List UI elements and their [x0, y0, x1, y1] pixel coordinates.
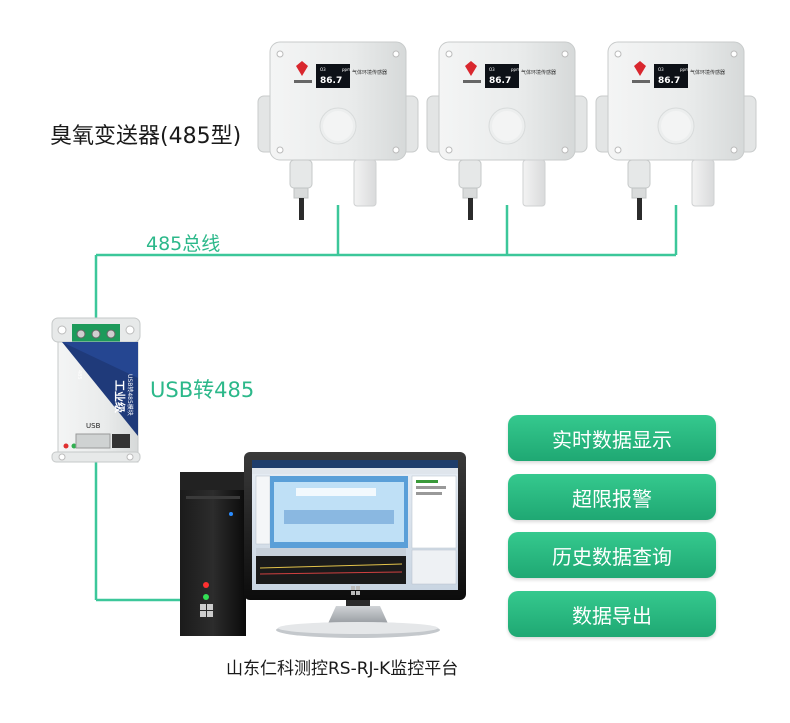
feature-data-export: 数据导出: [508, 591, 716, 637]
ozone-sensor-1: O3 ppm 86.7 气体环境传感器: [257, 41, 419, 220]
bus-label: 485总线: [146, 233, 221, 255]
sensor-reading: 86.7: [320, 76, 342, 86]
converter-port-label: USB: [86, 422, 101, 430]
bus-wiring: [94, 205, 678, 602]
svg-text:O3: O3: [489, 67, 495, 72]
svg-text:O3: O3: [658, 67, 664, 72]
sensor-reading: 86.7: [489, 76, 511, 86]
windows-logo-icon: [200, 604, 213, 617]
platform-caption: 山东仁科测控RS-RJ-K监控平台: [226, 659, 459, 679]
sensor-reading: 86.7: [658, 76, 680, 86]
sensor-unit: ppm: [511, 67, 520, 72]
feature-history-query: 历史数据查询: [508, 532, 716, 578]
ozone-sensor-3: O3 ppm 86.7 气体环境传感器: [595, 41, 757, 220]
sensor-header-text: 气体环境传感器: [690, 69, 725, 76]
svg-text:O3: O3: [320, 67, 326, 72]
sensor-unit: ppm: [342, 67, 351, 72]
usb-485-converter: 工业级 USB转485模块 485 USB: [51, 317, 141, 463]
feature-limit-alarm: 超限报警: [508, 474, 716, 520]
monitor: [244, 452, 466, 638]
ozone-sensor-2: O3 ppm 86.7 气体环境传感器: [426, 41, 588, 220]
converter-label: USB转485: [150, 378, 255, 402]
feature-realtime-display: 实时数据显示: [508, 415, 716, 461]
pc-tower: [180, 472, 246, 636]
sensor-unit: ppm: [680, 67, 689, 72]
sensor-header-text: 气体环境传感器: [521, 69, 556, 76]
converter-side-text2: USB转485模块: [126, 374, 134, 416]
converter-small-label: 485: [76, 370, 82, 380]
sensor-header-text: 气体环境传感器: [352, 69, 387, 76]
windows-logo-icon: [351, 586, 360, 595]
converter-side-text: 工业级: [113, 380, 127, 414]
monitor-stand: [276, 600, 440, 638]
device-title: 臭氧变送器(485型): [50, 124, 242, 149]
